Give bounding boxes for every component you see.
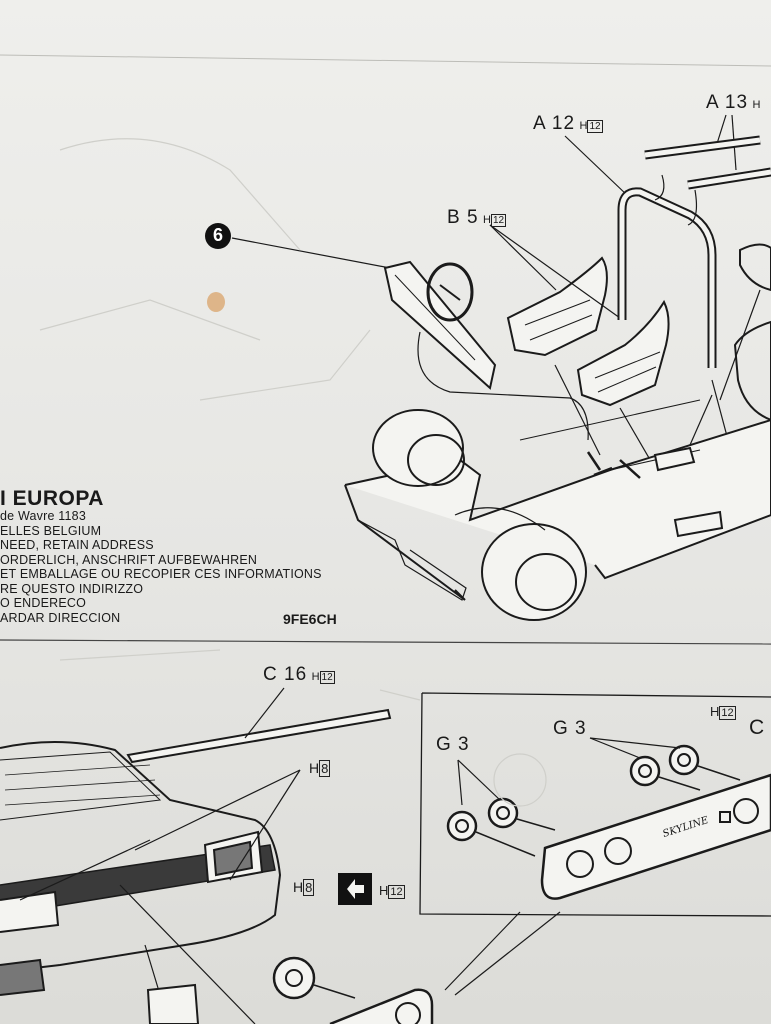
catalog-code: 9FE6CH [283,611,337,627]
part-label-g3-left: G 3 [436,734,470,756]
paint-number: 12 [319,671,335,684]
part-id: A 12 [533,113,576,134]
paint-number: 12 [719,706,736,720]
address-line: RE QUESTO INDIRIZZO [0,581,144,596]
part-id: G 3 [436,734,470,755]
part-label-g3-right: G 3 [553,718,587,740]
address-line: ORDERLICH, ANSCHRIFT AUFBEWAHREN [0,552,258,567]
address-line: ELLES BELGIUM [0,523,102,538]
paint-number: 12 [388,885,405,899]
part-label-a13: A 13 H [706,92,760,114]
paint-code: H [311,671,320,683]
part-id: C 16 [263,664,308,685]
paint-code: H [379,883,389,898]
address-block: de Wavre 1183 ELLES BELGIUM NEED, RETAIN… [0,509,322,625]
address-line: NEED, RETAIN ADDRESS [0,538,154,552]
part-label-c-cut: C [749,716,765,740]
company-name: I EUROPA [0,487,104,510]
paint-number: 8 [303,879,315,896]
part-id: G 3 [553,718,587,739]
address-line: de Wavre 1183 [0,509,86,523]
part-id: A 13 [706,92,749,113]
address-line: ET EMBALLAGE OU RECOPIER CES INFORMATION… [0,567,322,581]
paint-number: 8 [319,760,331,777]
paint-code: H [482,214,491,226]
paint-code: H [293,879,304,895]
paint-code: H [710,704,720,719]
paint-number: 12 [490,214,507,227]
part-id: C [749,716,766,739]
step-number: 6 [212,225,223,245]
paint-number: 12 [587,120,603,133]
paint-code: H [309,760,320,776]
paint-code: H [752,99,761,111]
paint-code: H [579,120,588,132]
part-id: B 5 [447,207,479,228]
address-line: O ENDERECO [0,596,87,610]
address-line: ARDAR DIRECCION [0,610,121,625]
